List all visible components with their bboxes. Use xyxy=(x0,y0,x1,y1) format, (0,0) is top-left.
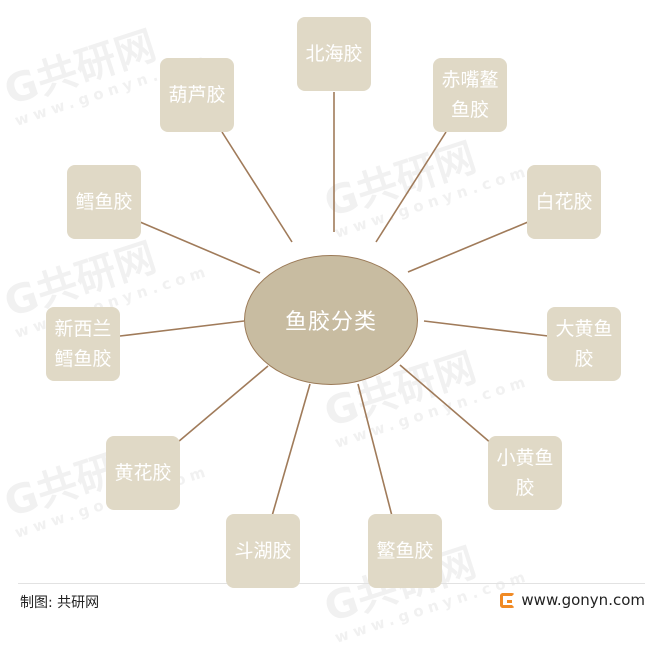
connector-line xyxy=(399,364,493,445)
connector-line xyxy=(407,221,529,273)
source-label: 制图: 共研网 xyxy=(20,595,100,611)
brand-url: www.gonyn.com xyxy=(521,591,645,609)
brand: www.gonyn.com xyxy=(500,591,645,609)
node-hulu: 葫芦胶 xyxy=(160,58,234,132)
connector-line xyxy=(177,365,269,443)
node-nz-xueyu: 新西兰 鳕鱼胶 xyxy=(46,307,120,381)
node-xueyu: 鳕鱼胶 xyxy=(67,165,141,239)
connector-lines xyxy=(119,92,549,517)
connector-line xyxy=(139,221,261,274)
node-douhu: 斗湖胶 xyxy=(226,514,300,588)
node-baihua: 白花胶 xyxy=(527,165,601,239)
node-xiaohuangyu: 小黄鱼 胶 xyxy=(488,436,562,510)
gonyn-logo-icon xyxy=(500,592,516,608)
diagram-center-node: 鱼胶分类 xyxy=(244,255,418,385)
node-huanghua: 黄花胶 xyxy=(106,436,180,510)
connector-line xyxy=(271,383,311,517)
connector-line xyxy=(423,320,549,337)
node-dahuangyu: 大黄鱼 胶 xyxy=(547,307,621,381)
footer-divider xyxy=(18,583,645,584)
node-beihai: 北海胶 xyxy=(297,17,371,91)
node-chizui-ao: 赤嘴鳌 鱼胶 xyxy=(433,58,507,132)
connector-line xyxy=(357,383,393,517)
connector-line xyxy=(221,131,293,243)
connector-line xyxy=(119,320,245,337)
connector-line xyxy=(375,131,447,243)
node-minyu: 鳘鱼胶 xyxy=(368,514,442,588)
